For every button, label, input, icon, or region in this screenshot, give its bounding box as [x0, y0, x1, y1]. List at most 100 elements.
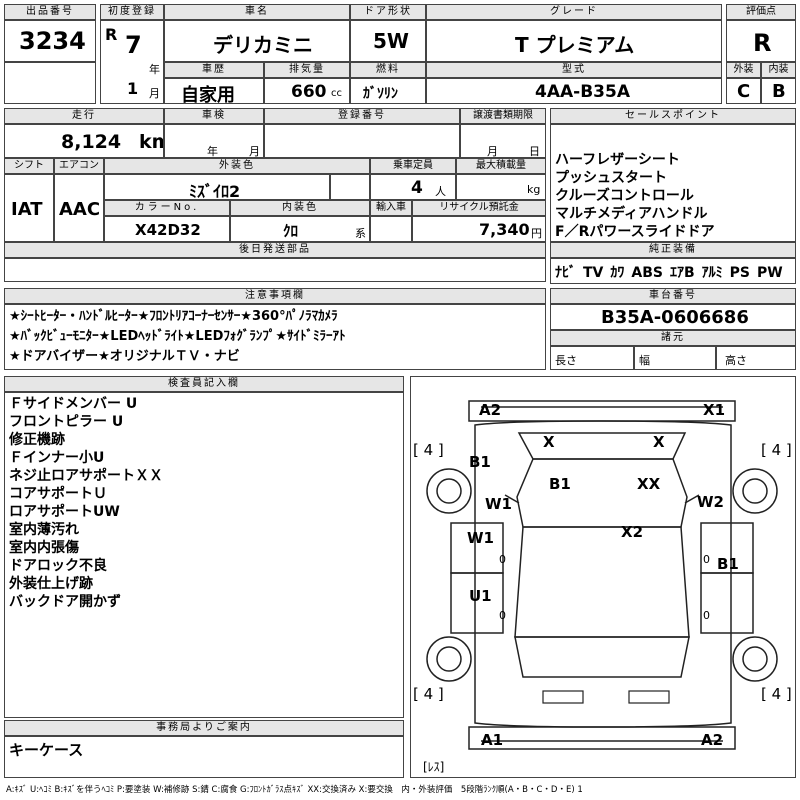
door-cell: 5W — [350, 20, 426, 62]
recycle-unit: 円 — [531, 227, 542, 240]
displacement: 660 — [291, 82, 327, 102]
mark-x2: X2 — [621, 523, 643, 541]
mark-u1: U1 — [469, 587, 492, 605]
history-label: 車歴 — [164, 62, 264, 78]
notes-list: ★ｼｰﾄﾋｰﾀｰ・ﾊﾝﾄﾞﾙﾋｰﾀｰ★ﾌﾛﾝﾄﾘｱｺｰﾅｰｾﾝｻｰ★360°ﾊﾟ… — [9, 307, 346, 367]
ac-cell: AAC — [54, 174, 104, 242]
tire-rear-right-hub — [742, 646, 768, 672]
equipment-label: 純正装備 — [550, 242, 796, 258]
transfer-label: 譲渡書類期限 — [460, 108, 546, 124]
equipment-item: ｴｱB — [669, 265, 695, 281]
history: 自家用 — [181, 85, 235, 104]
color-no-cell: X42D32 — [104, 216, 230, 242]
model: 4AA-B35A — [535, 82, 630, 102]
model-label: 型式 — [426, 62, 722, 78]
mark-zero-1: 0 — [499, 553, 506, 566]
car-name: デリカミニ — [213, 33, 313, 57]
equipment-item: ABS — [631, 265, 663, 281]
mark-a2-rear: A2 — [701, 731, 723, 749]
transfer-month-unit: 月 — [487, 145, 498, 158]
height-cell: 高さ — [716, 346, 796, 370]
ext-color-label: 外装色 — [104, 158, 370, 174]
inspector-line-item: Ｆサイドメンバー U — [9, 396, 138, 412]
era: R — [105, 25, 118, 44]
mileage-unit: km — [139, 131, 163, 153]
inspector-line-item: フロントピラー U — [9, 414, 124, 430]
recycle: 7,340 — [479, 220, 530, 239]
grade-label: グレード — [426, 4, 722, 20]
length-cell: 長さ — [550, 346, 634, 370]
equipment-item: TV — [583, 265, 604, 281]
tire-front-right-hub — [742, 478, 768, 504]
lot-no-blank — [4, 62, 96, 104]
fuel: ｶﾞｿﾘﾝ — [363, 86, 398, 102]
car-diagram: A2 X1 [ 4 ] [ 4 ] [ 4 ] [ 4 ] X X B1 W1 … — [410, 376, 796, 778]
chassis-number: B35A-0606686 — [601, 307, 749, 328]
mark-w1-door: W1 — [467, 529, 494, 547]
width-label: 幅 — [639, 354, 650, 367]
mark-a1-rear: A1 — [481, 731, 503, 749]
tire-front-left — [426, 468, 472, 514]
inspector-line-item: バックドア開かず — [9, 594, 121, 610]
inspector-line-item: 修正機跡 — [9, 432, 65, 448]
color-no: X42D32 — [135, 221, 201, 239]
office-label: 事務局よりご案内 — [4, 720, 404, 736]
displacement-label: 排気量 — [264, 62, 350, 78]
inspector-line-item: 室内内張傷 — [9, 540, 79, 556]
inspector-line-item: 室内薄汚れ — [9, 522, 79, 538]
tire-front-left-hub — [436, 478, 462, 504]
max-load-label: 最大積載量 — [456, 158, 546, 174]
rear-window-shape — [514, 636, 690, 678]
left-rear-door-shape — [450, 572, 504, 634]
mark-tire-rl: [ 4 ] — [413, 685, 444, 703]
first-reg-cell: R 7 年 1 月 — [100, 20, 164, 104]
inspector-line-item: ドアロック不良 — [9, 558, 107, 574]
capacity-cell: 4 人 — [370, 174, 456, 200]
mark-x-right: X — [653, 433, 665, 451]
right-rear-door-shape — [700, 572, 754, 634]
less-label: [ﾚｽ] — [423, 760, 444, 774]
right-mirror-shape — [684, 494, 700, 504]
mark-tire-rr: [ 4 ] — [761, 685, 792, 703]
mark-tire-fl: [ 4 ] — [413, 441, 444, 459]
sales-point-item: マルチメディアハンドル — [555, 206, 708, 222]
fuel-cell: ｶﾞｿﾘﾝ — [350, 78, 426, 104]
import-cell — [370, 216, 412, 242]
notes-label: 注意事項欄 — [4, 288, 546, 304]
inspection-year-unit: 年 — [207, 145, 218, 158]
equipment-item: PW — [757, 265, 783, 281]
roof-shape — [514, 526, 690, 638]
transfer-day-unit: 日 — [529, 145, 540, 158]
recycle-label: リサイクル預託金 — [412, 200, 546, 216]
sales-point-item: F／Rパワースライドドア — [555, 224, 715, 240]
lot-no-label: 出品番号 — [4, 4, 96, 20]
body-outline — [474, 420, 732, 728]
office-text: キーケース — [9, 741, 84, 759]
model-cell: 4AA-B35A — [426, 78, 722, 104]
mark-xx-hood: XX — [637, 475, 661, 493]
note-line-item: ★ｼｰﾄﾋｰﾀｰ・ﾊﾝﾄﾞﾙﾋｰﾀｰ★ﾌﾛﾝﾄﾘｱｺｰﾅｰｾﾝｻｰ★360°ﾊﾟ… — [9, 309, 338, 324]
mark-x1: X1 — [703, 401, 725, 419]
ext-color-cell: ﾐｽﾞｲﾛ2 — [104, 174, 330, 200]
transfer-cell: 月 日 — [460, 124, 546, 158]
shift: IAT — [11, 199, 43, 220]
chassis-label: 車台番号 — [550, 288, 796, 304]
mark-b1-left: B1 — [469, 453, 491, 471]
score-label: 評価点 — [726, 4, 796, 20]
inspection-label: 車検 — [164, 108, 264, 124]
door-label: ドア形状 — [350, 4, 426, 20]
int-color: ｸﾛ — [283, 222, 299, 240]
car-diagram-svg: A2 X1 [ 4 ] [ 4 ] [ 4 ] [ 4 ] X X B1 W1 … — [413, 400, 792, 774]
front-bumper-shape — [468, 400, 736, 422]
ext-color: ﾐｽﾞｲﾛ2 — [189, 182, 241, 200]
mark-b1-door: B1 — [717, 555, 739, 573]
rear-bumper-shape — [468, 726, 736, 750]
width-cell: 幅 — [634, 346, 716, 370]
inspector-line-item: ネジ止ロアサポートＸＸ — [9, 468, 163, 484]
mark-x-left: X — [543, 433, 555, 451]
mark-a2-front: A2 — [479, 401, 501, 419]
